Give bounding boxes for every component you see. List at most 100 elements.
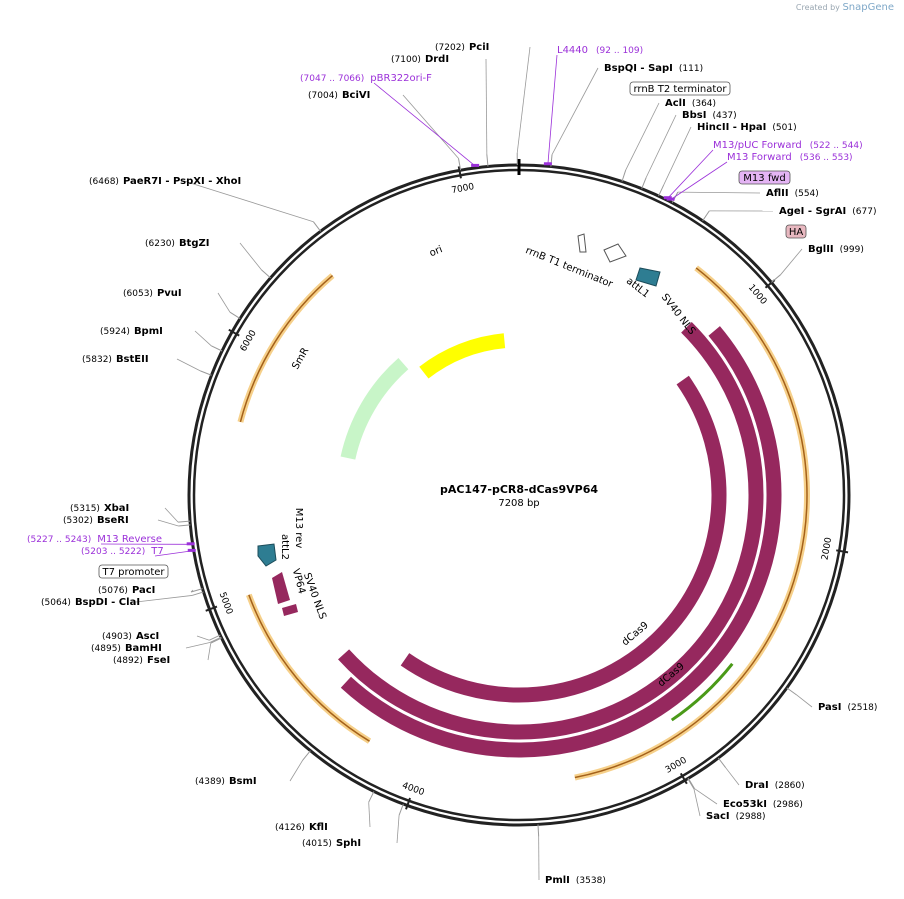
enzyme-leader xyxy=(402,94,459,159)
enzyme-name: AscI xyxy=(136,631,159,642)
enzyme-tick xyxy=(658,184,665,197)
enzyme-tick xyxy=(302,750,311,761)
enzyme-pos: (7004) xyxy=(308,91,338,101)
enzyme-name: DrdI xyxy=(425,54,449,65)
enzyme-tick xyxy=(178,524,191,527)
enzyme-tick xyxy=(211,345,223,352)
enzyme-name: BglII xyxy=(808,244,834,255)
enzyme-label: (4895)BamHI xyxy=(91,643,162,654)
primer-label: L4440(92 .. 109) xyxy=(557,45,643,56)
enzyme-tick xyxy=(671,191,679,203)
enzyme-leader xyxy=(239,242,262,271)
enzyme-name: SacI xyxy=(706,811,730,822)
enzyme-leader xyxy=(176,358,201,372)
enzyme-tick xyxy=(621,169,627,182)
primer-pos: (5203 .. 5222) xyxy=(81,547,145,557)
enzyme-label: (6053)PvuI xyxy=(123,288,182,299)
enzyme-pos: (5302) xyxy=(63,516,93,526)
enzyme-name: BspQI - SapI xyxy=(604,63,673,74)
enzyme-name: PciI xyxy=(469,42,489,53)
enzyme-name: FseI xyxy=(147,655,170,666)
enzyme-leader xyxy=(217,292,231,313)
feature-box-label: rrnB T2 terminator xyxy=(633,84,727,95)
feature-box-label: T7 promoter xyxy=(101,567,165,578)
feature-label: SmR xyxy=(290,346,311,371)
primer-mark xyxy=(187,548,196,552)
enzyme-name: PacI xyxy=(132,585,155,596)
enzyme-name: AflII xyxy=(766,188,789,199)
tick-5000 xyxy=(205,605,218,612)
enzyme-tick xyxy=(368,791,375,803)
feature-label: rrnB T1 terminator xyxy=(524,245,615,290)
tick-3000 xyxy=(679,772,688,785)
enzyme-name: PmlI xyxy=(545,875,570,886)
tick-2000 xyxy=(836,549,849,554)
enzyme-tick xyxy=(717,757,726,768)
enzyme-name: BamHI xyxy=(125,643,162,654)
enzyme-label: (6468)PaeR7I - PspXI - XhoI xyxy=(89,176,241,187)
enzyme-tick xyxy=(786,687,797,696)
enzyme-label: Eco53kI(2986) xyxy=(723,799,803,810)
snapgene-credit: Created by SnapGene xyxy=(796,2,894,13)
enzyme-name: BseRI xyxy=(97,515,129,526)
enzyme-name: BciVI xyxy=(342,90,370,101)
enzyme-label: SacI(2988) xyxy=(706,811,766,822)
enzyme-label: (7100)DrdI xyxy=(391,54,449,65)
enzyme-label: BglII(999) xyxy=(808,244,864,255)
enzyme-pos: (6230) xyxy=(145,239,175,249)
primer-label: (5203 .. 5222)T7 xyxy=(81,546,164,557)
primer-pos: (522 .. 544) xyxy=(810,141,863,151)
enzyme-name: BbsI xyxy=(682,110,706,121)
enzyme-leader xyxy=(368,802,371,828)
tick-label-3000: 3000 xyxy=(664,755,689,775)
enzyme-leader xyxy=(694,788,718,805)
enzyme-tick xyxy=(486,154,489,167)
enzyme-pos: (4903) xyxy=(102,632,132,642)
enzyme-pos: (5076) xyxy=(98,586,128,596)
primer-label: (5227 .. 5243)M13 Reverse xyxy=(27,534,162,545)
primer-pos: (5227 .. 5243) xyxy=(27,535,91,545)
primer-mark xyxy=(186,542,195,546)
enzyme-leader xyxy=(796,694,813,708)
enzyme-pos: (5832) xyxy=(82,355,112,365)
enzyme-tick xyxy=(190,588,203,593)
enzyme-label: HincII - HpaI(501) xyxy=(697,122,797,133)
primer-leader xyxy=(547,54,558,165)
tick-label-2000: 2000 xyxy=(820,536,834,561)
plasmid-name: pAC147-pCR8-dCas9VP64 xyxy=(440,483,598,496)
primer-name: L4440 xyxy=(557,45,588,56)
enzyme-leader xyxy=(625,102,660,171)
dcas9-inner-arrow xyxy=(400,375,727,703)
enzyme-label: (5832)BstEII xyxy=(82,354,149,365)
enzyme-name: SphI xyxy=(336,838,361,849)
enzyme-name: DraI xyxy=(745,780,769,791)
enzyme-pos: (4389) xyxy=(195,777,225,787)
enzyme-leader xyxy=(725,767,740,786)
enzyme-label: (7202) PciI xyxy=(435,42,489,53)
enzyme-pos: (7202) xyxy=(435,43,465,53)
enzyme-tick xyxy=(687,778,695,789)
enzyme-name: HincII - HpaI xyxy=(697,122,766,133)
enzyme-name: BsmI xyxy=(229,776,257,787)
enzyme-label: (4126)KflI xyxy=(275,822,328,833)
enzyme-leader xyxy=(157,519,179,527)
dcas9-outer-arrow xyxy=(340,326,782,758)
tick-4000 xyxy=(405,797,411,810)
enzyme-leader xyxy=(196,635,210,641)
primer-leader xyxy=(373,82,476,167)
enzyme-leader xyxy=(645,114,677,178)
enzyme-tick xyxy=(191,591,204,596)
feature-label: SV40 NLS xyxy=(301,571,328,620)
enzyme-label: (5924)BpmI xyxy=(100,326,163,337)
enzyme-leader xyxy=(551,67,599,155)
green-feature-arrow xyxy=(670,662,734,722)
enzyme-tick xyxy=(209,634,221,641)
tick-7000 xyxy=(457,166,462,179)
enzyme-tick xyxy=(398,803,404,816)
enzyme-leader xyxy=(289,759,304,782)
enzyme-name: Eco53kI xyxy=(723,799,767,810)
enzyme-label: AflII(554) xyxy=(766,188,819,199)
enzyme-name: PaeR7I - PspXI - XhoI xyxy=(123,176,241,187)
tick-label-1000: 1000 xyxy=(746,283,769,307)
enzyme-label: (6230)BtgZI xyxy=(145,238,209,249)
